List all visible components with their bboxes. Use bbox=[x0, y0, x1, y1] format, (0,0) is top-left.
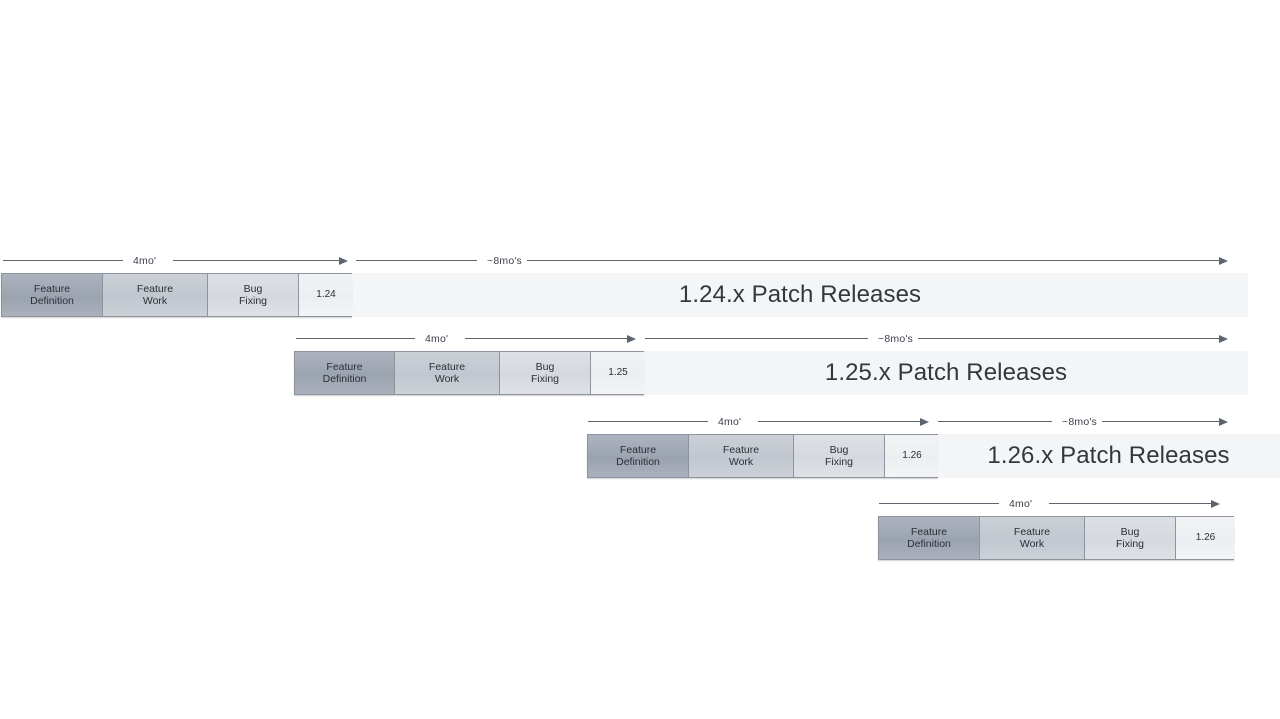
feature-work-row-127[interactable]: Feature Work bbox=[980, 517, 1085, 559]
version-tag-row-126[interactable]: 1.26 bbox=[885, 435, 939, 477]
development-duration-arrow-row-125: 4mo' bbox=[0, 327, 1280, 351]
arrow-line-right bbox=[1049, 503, 1211, 504]
arrow-line-left bbox=[879, 503, 999, 504]
arrow-line-right bbox=[1102, 421, 1219, 422]
development-duration-label-row-125: 4mo' bbox=[425, 333, 449, 345]
arrow-line-right bbox=[918, 338, 1219, 339]
bug-fixing-row-126[interactable]: Bug Fixing bbox=[794, 435, 885, 477]
arrowhead-icon bbox=[1211, 499, 1220, 508]
patch-duration-arrow-row-126: ~8mo's bbox=[0, 410, 1280, 434]
patch-release-label-row-124: 1.24.x Patch Releases bbox=[678, 281, 922, 308]
patch-duration-arrow-row-124: ~8mo's bbox=[0, 249, 1280, 273]
version-tag-row-124[interactable]: 1.24 bbox=[299, 274, 353, 316]
patch-duration-label-row-124: ~8mo's bbox=[487, 255, 523, 267]
arrowhead-icon bbox=[627, 334, 636, 343]
arrow-line-right bbox=[758, 421, 920, 422]
arrow-line-left bbox=[938, 421, 1052, 422]
patch-duration-label-row-125: ~8mo's bbox=[878, 333, 914, 345]
development-duration-arrow-row-127: 4mo' bbox=[0, 492, 1280, 516]
feature-definition-row-126[interactable]: Feature Definition bbox=[588, 435, 689, 477]
patch-release-label-row-126: 1.26.x Patch Releases bbox=[987, 442, 1230, 469]
arrowhead-icon bbox=[920, 417, 929, 426]
development-duration-label-row-124: 4mo' bbox=[133, 255, 157, 267]
arrow-line-left bbox=[3, 260, 123, 261]
patch-release-band-row-124: 1.24.x Patch Releases bbox=[352, 273, 1248, 317]
feature-work-row-126[interactable]: Feature Work bbox=[689, 435, 794, 477]
arrow-line-right bbox=[527, 260, 1219, 261]
patch-duration-arrow-row-125: ~8mo's bbox=[0, 327, 1280, 351]
development-duration-label-row-126: 4mo' bbox=[718, 416, 742, 428]
development-duration-label-row-127: 4mo' bbox=[1009, 498, 1033, 510]
version-tag-row-127[interactable]: 1.26 bbox=[1176, 517, 1235, 559]
arrowhead-icon bbox=[1219, 417, 1228, 426]
development-duration-arrow-row-126: 4mo' bbox=[0, 410, 1280, 434]
arrow-line-right bbox=[465, 338, 627, 339]
feature-definition-row-124[interactable]: Feature Definition bbox=[2, 274, 103, 316]
development-duration-arrow-row-124: 4mo' bbox=[0, 249, 1280, 273]
arrow-line-left bbox=[645, 338, 868, 339]
patch-release-band-row-125: 1.25.x Patch Releases bbox=[644, 351, 1248, 395]
patch-release-label-row-125: 1.25.x Patch Releases bbox=[824, 359, 1068, 386]
feature-work-row-125[interactable]: Feature Work bbox=[395, 352, 500, 394]
arrow-line-left bbox=[356, 260, 477, 261]
feature-definition-row-125[interactable]: Feature Definition bbox=[295, 352, 395, 394]
patch-release-band-row-126: 1.26.x Patch Releases bbox=[937, 434, 1280, 478]
arrowhead-icon bbox=[339, 256, 348, 265]
bug-fixing-row-127[interactable]: Bug Fixing bbox=[1085, 517, 1176, 559]
feature-definition-row-127[interactable]: Feature Definition bbox=[879, 517, 980, 559]
bug-fixing-row-125[interactable]: Bug Fixing bbox=[500, 352, 591, 394]
version-tag-row-125[interactable]: 1.25 bbox=[591, 352, 645, 394]
patch-duration-label-row-126: ~8mo's bbox=[1062, 416, 1098, 428]
bug-fixing-row-124[interactable]: Bug Fixing bbox=[208, 274, 299, 316]
arrow-line-left bbox=[588, 421, 708, 422]
arrow-line-left bbox=[296, 338, 415, 339]
arrowhead-icon bbox=[1219, 256, 1228, 265]
feature-work-row-124[interactable]: Feature Work bbox=[103, 274, 208, 316]
arrow-line-right bbox=[173, 260, 339, 261]
arrowhead-icon bbox=[1219, 334, 1228, 343]
